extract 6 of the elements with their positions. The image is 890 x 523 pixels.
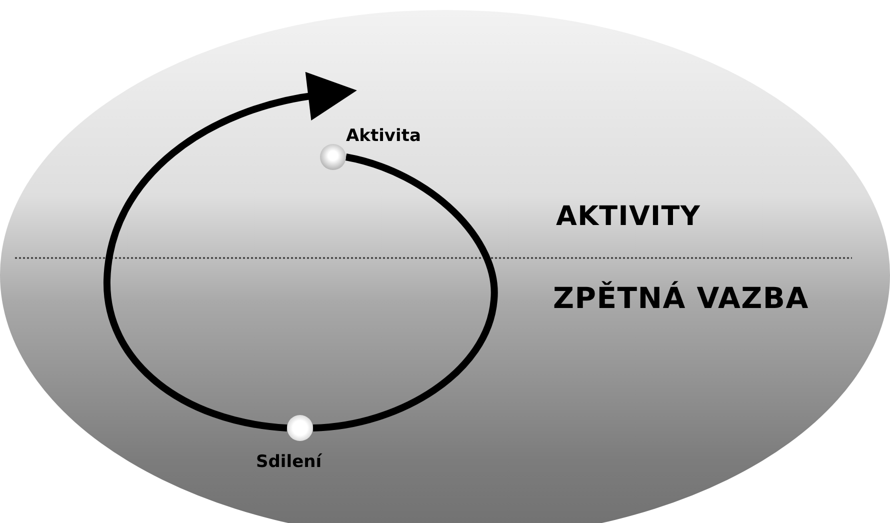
connector-line: [312, 154, 498, 432]
section-heading: AKTIVITY: [556, 200, 701, 234]
section-heading: ZPĚTNÁ VAZBA: [553, 280, 809, 317]
arrow: [104, 72, 357, 432]
node-label: Aktivita: [346, 125, 421, 148]
node-label: Sdilení: [256, 451, 322, 474]
